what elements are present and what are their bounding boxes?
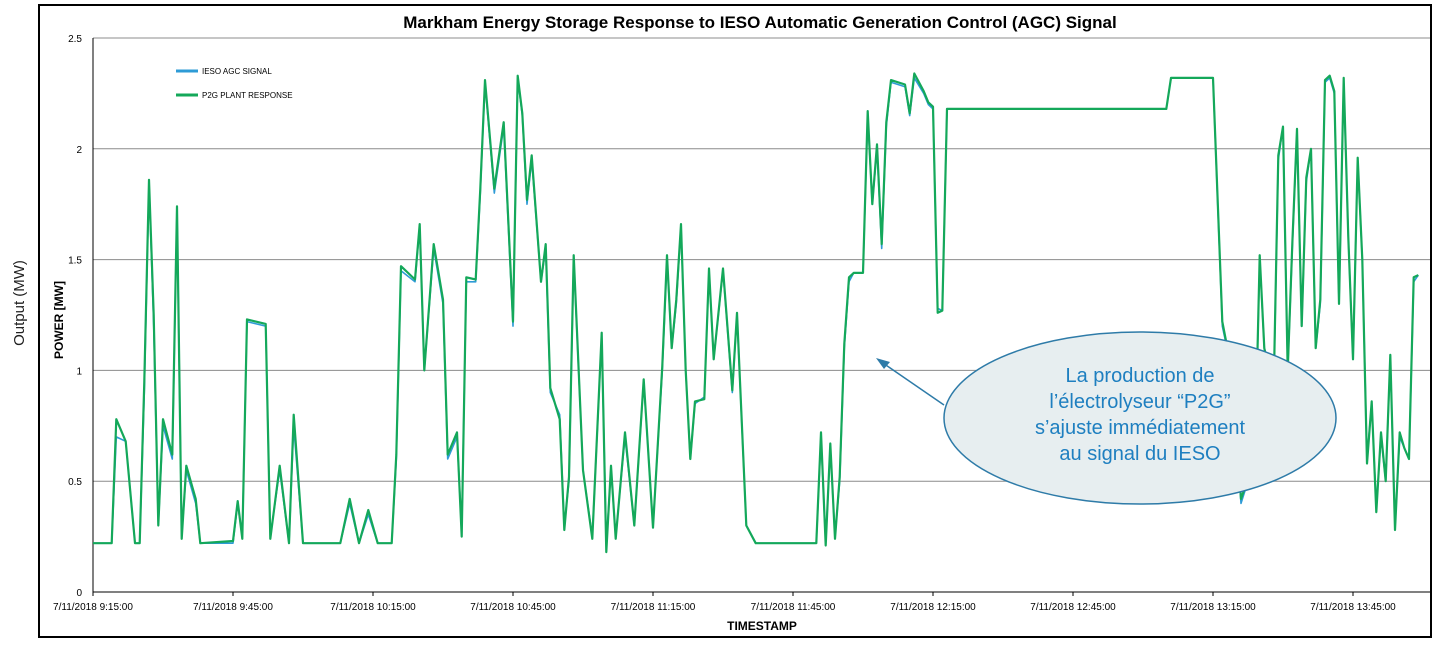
chart-title: Markham Energy Storage Response to IESO … [403,13,1116,32]
y-tick-label: 2.5 [68,34,82,45]
y-tick-label: 1 [76,366,82,377]
x-tick-label: 7/11/2018 10:15:00 [330,602,416,613]
x-tick-label: 7/11/2018 12:15:00 [890,602,976,613]
y-axis-label: POWER [MW] [52,281,66,359]
y-tick-label: 2 [76,145,82,156]
x-axis-label: TIMESTAMP [727,619,797,633]
x-tick-label: 7/11/2018 10:45:00 [470,602,556,613]
tick-labels: 0 0.5 1 1.5 2 2.5 7/11/2018 9:15:00 7/11/2018 9… [53,34,1396,613]
callout-line-1: La production de [1065,365,1214,387]
x-tick-label: 7/11/2018 12:45:00 [1030,602,1116,613]
y-tick-label: 1.5 [68,256,82,267]
callout-bubble [943,331,1337,505]
x-tick-label: 7/11/2018 9:15:00 [53,602,133,613]
y-tick-label: 0.5 [68,477,82,488]
x-tick-label: 7/11/2018 11:45:00 [751,602,836,613]
legend: IESO AGC SIGNAL P2G PLANT RESPONSE [176,67,293,100]
callout-line-3: s’ajuste immédiatement [1035,417,1246,439]
callout-arrow [879,360,945,406]
series-lines [93,72,1419,554]
callout-line-4: au signal du IESO [1059,443,1220,465]
callout-line-2: l’électrolyseur “P2G” [1049,391,1230,413]
x-tick-label: 7/11/2018 13:15:00 [1170,602,1256,613]
gridlines [93,37,1430,593]
x-tick-label: 7/11/2018 11:15:00 [611,602,696,613]
callout-arrowhead [876,358,890,369]
legend-label-agc: IESO AGC SIGNAL [202,67,272,76]
annotation-callout: La production de l’électrolyseur “P2G” s… [876,331,1337,505]
x-tick-label: 7/11/2018 13:45:00 [1310,602,1396,613]
chart-frame [38,4,1432,638]
series-line-p2g-response [93,72,1419,554]
x-tick-label: 7/11/2018 9:45:00 [193,602,273,613]
y-tick-label: 0 [76,588,82,599]
legend-label-p2g: P2G PLANT RESPONSE [202,91,293,100]
axes [92,38,1430,596]
